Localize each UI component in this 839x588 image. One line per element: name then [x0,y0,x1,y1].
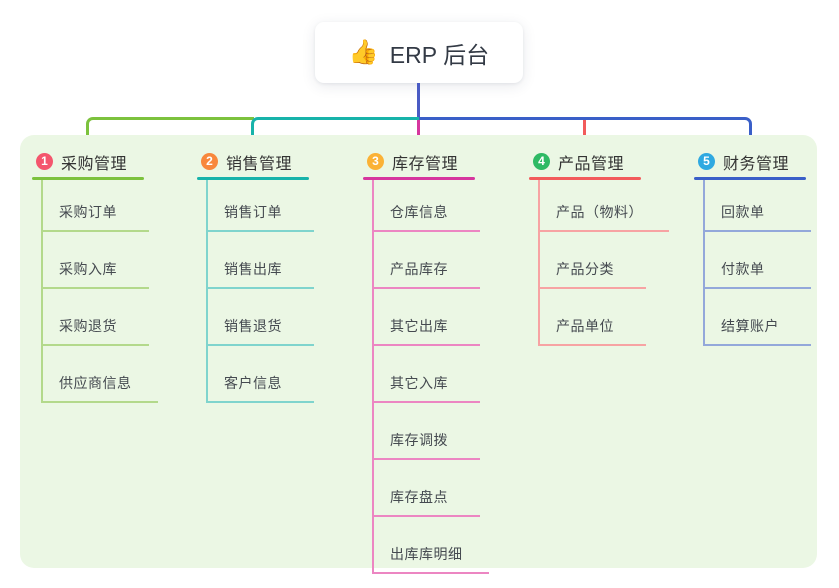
child-label: 采购入库 [59,261,117,277]
child-node[interactable]: 其它入库 [374,346,480,403]
child-node[interactable]: 客户信息 [208,346,314,403]
branch-title: 销售管理 [226,155,293,173]
branch-underline [197,177,309,180]
branch-header[interactable]: 2 销售管理 [197,146,314,177]
child-node[interactable]: 出库库明细 [374,517,489,574]
branch-children: 采购订单采购入库采购退货供应商信息 [41,180,158,403]
branch-title: 产品管理 [558,155,625,173]
child-node[interactable]: 销售订单 [208,180,314,232]
connector-branch-1 [86,117,254,145]
child-label: 付款单 [721,261,765,277]
root-connector-line [417,83,420,119]
child-label: 结算账户 [721,318,779,334]
child-label: 客户信息 [224,375,282,391]
branch-header[interactable]: 5 财务管理 [694,146,811,177]
child-label: 销售退货 [224,318,282,334]
child-node[interactable]: 采购订单 [43,180,149,232]
child-label: 库存盘点 [390,489,448,505]
child-node[interactable]: 仓库信息 [374,180,480,232]
branch-column-2: 2 销售管理 销售订单销售出库销售退货客户信息 [197,146,314,403]
child-node[interactable]: 产品单位 [540,289,646,346]
child-label: 供应商信息 [59,375,132,391]
branch-title: 财务管理 [723,155,790,173]
child-node[interactable]: 结算账户 [705,289,811,346]
child-label: 回款单 [721,204,765,220]
connector-branch-3 [417,120,420,145]
branch-underline [694,177,806,180]
branch-column-5: 5 财务管理 回款单付款单结算账户 [694,146,811,346]
child-node[interactable]: 销售退货 [208,289,314,346]
branch-number-badge: 1 [36,153,53,170]
child-node[interactable]: 供应商信息 [43,346,158,403]
branch-title: 库存管理 [392,155,459,173]
child-node[interactable]: 付款单 [705,232,811,289]
connector-branch-4 [583,120,586,145]
child-label: 产品单位 [556,318,614,334]
child-node[interactable]: 回款单 [705,180,811,232]
child-node[interactable]: 库存调拨 [374,403,480,460]
root-label: ERP 后台 [389,41,490,68]
child-node[interactable]: 库存盘点 [374,460,480,517]
branch-number-badge: 3 [367,153,384,170]
child-label: 库存调拨 [390,432,448,448]
child-label: 产品库存 [390,261,448,277]
child-label: 产品分类 [556,261,614,277]
branch-title: 采购管理 [61,155,128,173]
branch-children: 销售订单销售出库销售退货客户信息 [206,180,314,403]
child-label: 其它出库 [390,318,448,334]
child-node[interactable]: 产品分类 [540,232,646,289]
branch-number-badge: 4 [533,153,550,170]
branch-children: 回款单付款单结算账户 [703,180,811,346]
connector-branch-5 [419,117,752,145]
connector-branch-2 [251,117,419,145]
branch-column-3: 3 库存管理 仓库信息产品库存其它出库其它入库库存调拨库存盘点出库库明细 [363,146,489,574]
branches-panel [20,135,817,568]
branch-column-4: 4 产品管理 产品（物料） 产品分类产品单位 [529,146,669,346]
branch-underline [32,177,144,180]
child-label: 采购退货 [59,318,117,334]
thumbs-up-icon: 👍 [348,38,379,66]
branch-number-badge: 2 [201,153,218,170]
branch-children: 仓库信息产品库存其它出库其它入库库存调拨库存盘点出库库明细 [372,180,489,574]
child-node[interactable]: 采购退货 [43,289,149,346]
child-node[interactable]: 采购入库 [43,232,149,289]
root-node[interactable]: 👍 ERP 后台 [315,22,523,83]
branch-header[interactable]: 4 产品管理 [529,146,669,177]
child-node[interactable]: 销售出库 [208,232,314,289]
child-node[interactable]: 产品（物料） [540,180,669,232]
child-label: 仓库信息 [390,204,448,220]
branch-column-1: 1 采购管理 采购订单采购入库采购退货供应商信息 [32,146,158,403]
child-label: 产品（物料） [556,204,643,220]
branch-number-badge: 5 [698,153,715,170]
child-label: 其它入库 [390,375,448,391]
branch-underline [529,177,641,180]
child-label: 采购订单 [59,204,117,220]
branch-header[interactable]: 1 采购管理 [32,146,158,177]
child-label: 销售出库 [224,261,282,277]
child-label: 出库库明细 [390,546,463,562]
branch-header[interactable]: 3 库存管理 [363,146,489,177]
branch-children: 产品（物料） 产品分类产品单位 [538,180,669,346]
branch-underline [363,177,475,180]
child-label: 销售订单 [224,204,282,220]
child-node[interactable]: 产品库存 [374,232,480,289]
child-node[interactable]: 其它出库 [374,289,480,346]
